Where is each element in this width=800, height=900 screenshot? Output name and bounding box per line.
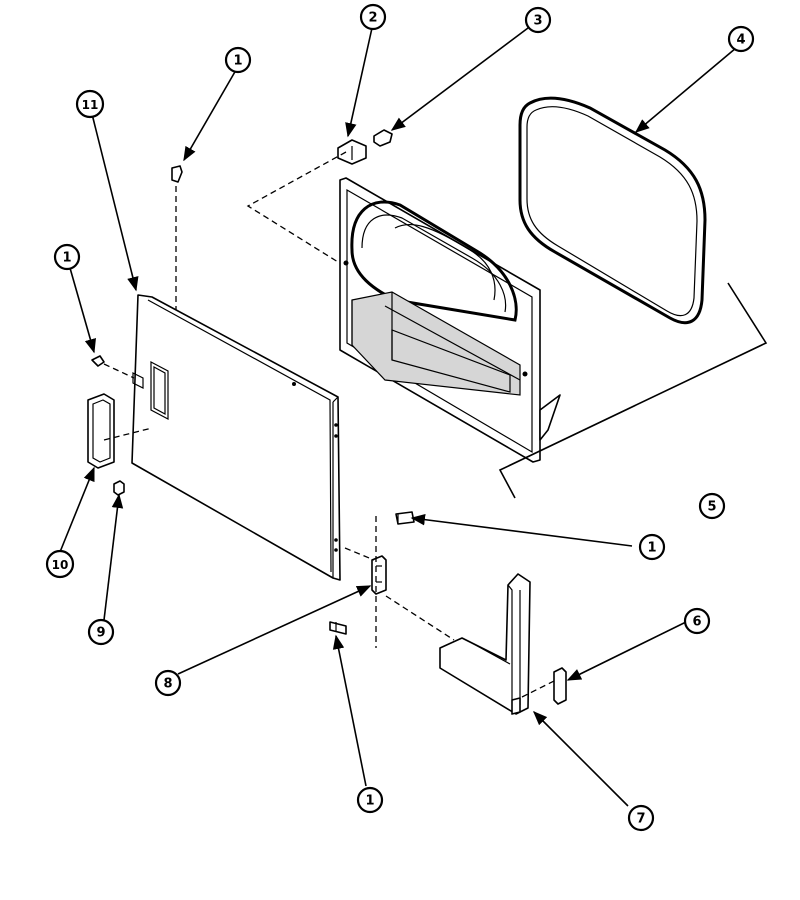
assembly-dashed-lines	[103, 151, 557, 698]
door-panel	[131, 294, 341, 581]
screw-left	[91, 355, 105, 367]
callout-11: 11	[75, 89, 105, 119]
callout-6: 6	[683, 607, 711, 635]
callout-1-right: 1	[638, 533, 666, 561]
screw-right	[395, 511, 415, 525]
callout-4-label: 4	[736, 33, 745, 48]
callout-5: 5	[698, 492, 726, 520]
callout-7: 7	[627, 804, 655, 832]
inner-door-bracket-lines	[498, 282, 768, 499]
callout-1-left: 1	[53, 243, 81, 271]
door-gasket	[518, 96, 707, 324]
inner-door-panel	[339, 177, 561, 463]
callout-8-label: 8	[163, 677, 172, 692]
hinge-part-8	[371, 555, 387, 595]
callout-1-left-label: 1	[62, 251, 71, 266]
callout-1-bottom: 1	[356, 786, 384, 814]
handle-part-10	[87, 393, 115, 469]
callout-11-label: 11	[82, 98, 99, 112]
hinge-bracket-part-7	[439, 573, 531, 715]
callout-2: 2	[359, 3, 387, 31]
screw-part-9	[113, 480, 125, 496]
callout-10: 10	[45, 549, 75, 579]
hinge-clip-part-2	[337, 139, 367, 165]
leader-lines	[59, 27, 737, 807]
callout-8: 8	[154, 669, 182, 697]
callout-9-label: 9	[96, 626, 105, 641]
callout-4: 4	[727, 25, 755, 53]
callout-6-label: 6	[692, 615, 701, 630]
clip-part-6	[553, 667, 567, 705]
callout-7-label: 7	[636, 812, 645, 827]
callout-2-label: 2	[368, 11, 377, 26]
callout-5-label: 5	[707, 500, 716, 515]
callout-1-right-label: 1	[647, 541, 656, 556]
callout-10-label: 10	[52, 558, 69, 572]
screw-bottom	[329, 621, 347, 635]
clip-part-3	[373, 129, 393, 147]
callout-3-label: 3	[533, 14, 542, 29]
callout-9: 9	[87, 618, 115, 646]
screw-top	[171, 165, 183, 183]
callout-1-top-label: 1	[233, 54, 242, 69]
callout-1-top: 1	[224, 46, 252, 74]
callout-3: 3	[524, 6, 552, 34]
callout-1-bottom-label: 1	[365, 794, 374, 809]
